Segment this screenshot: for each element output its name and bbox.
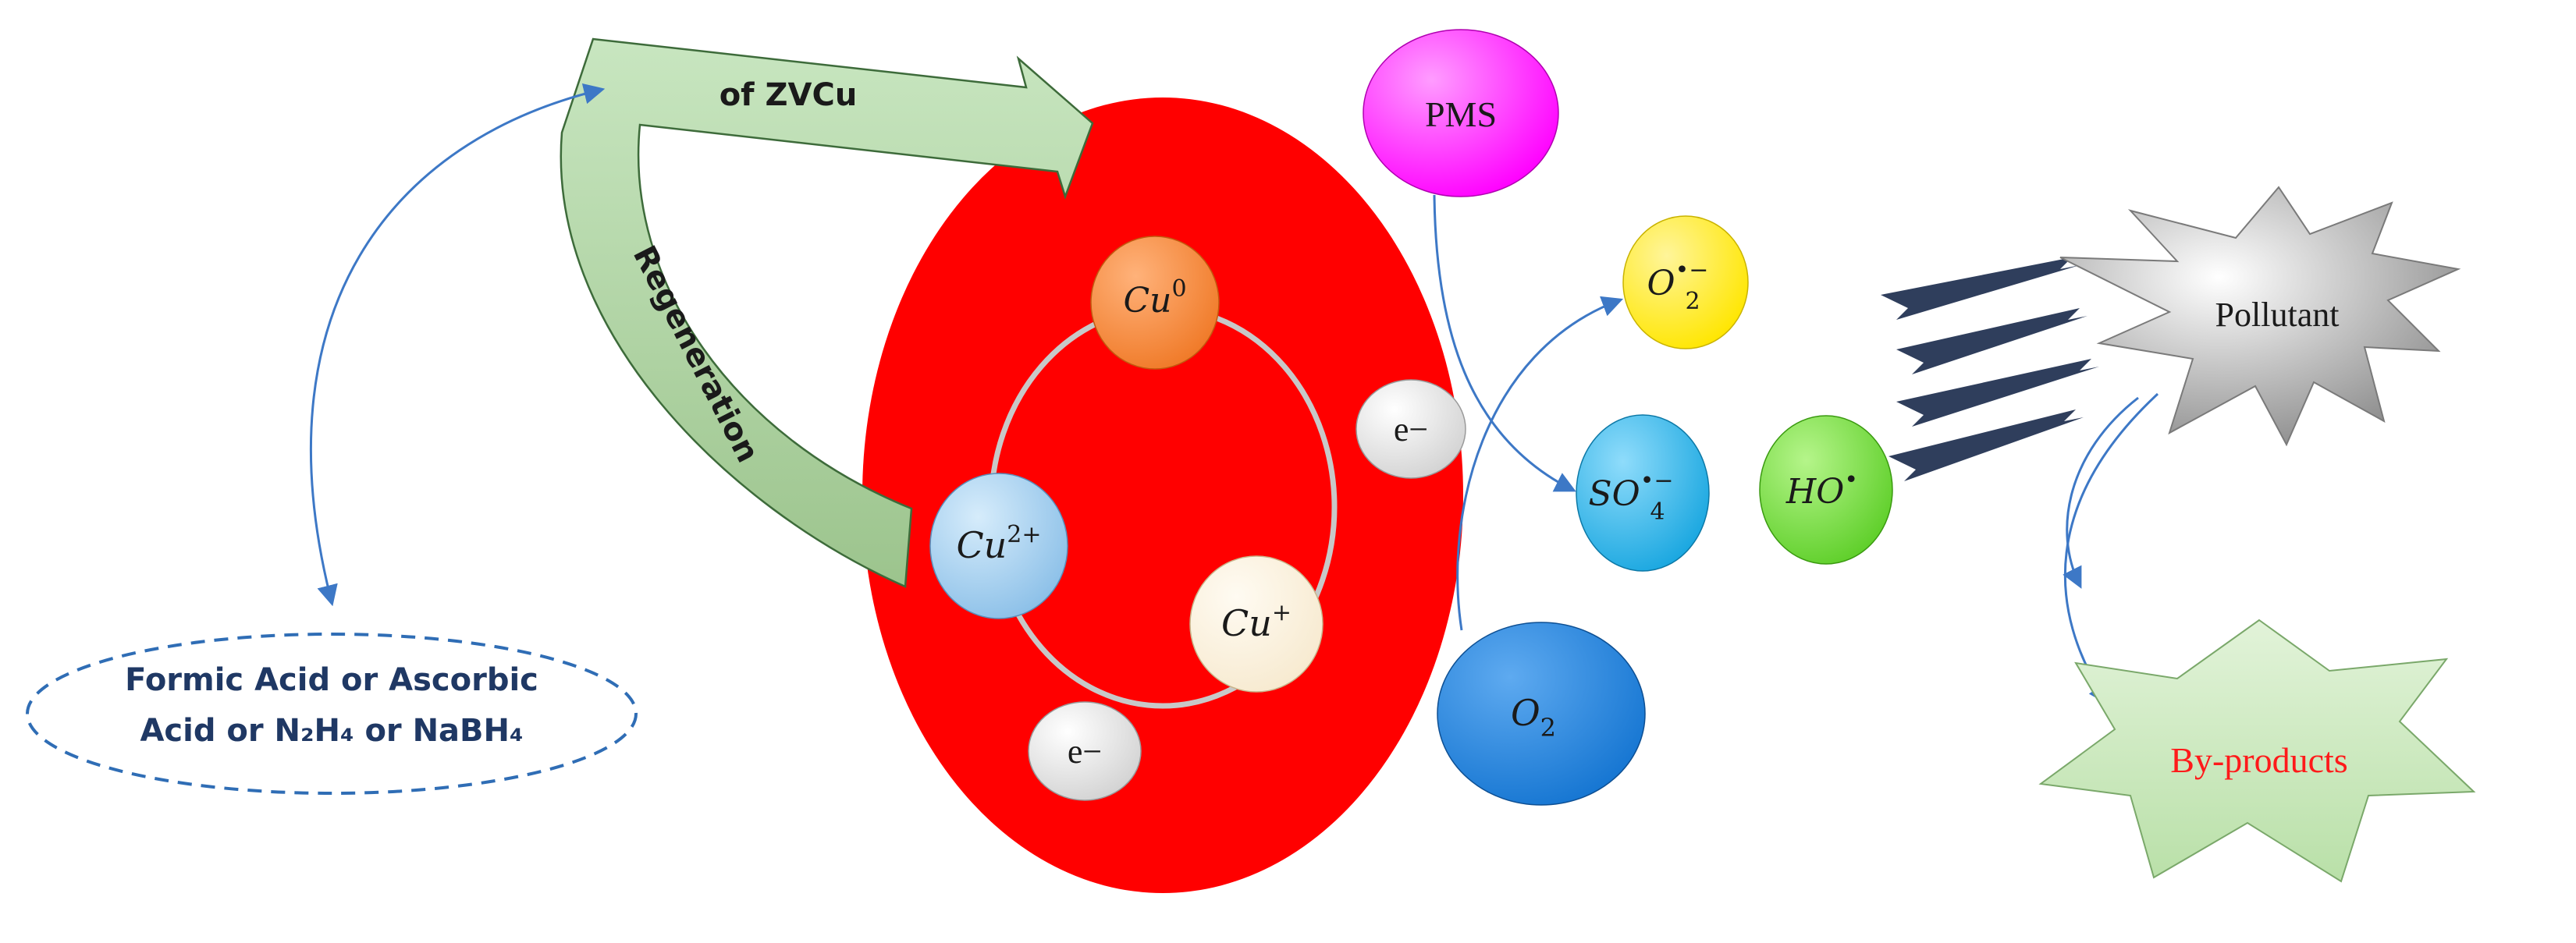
svg-text:Cu+: Cu+: [1221, 599, 1292, 644]
cu0-sphere: Cu0: [1090, 236, 1220, 370]
electron-top: e−: [1356, 379, 1466, 479]
cu1-label: Cu: [1221, 602, 1272, 644]
oxygen-sphere: O2: [1437, 622, 1646, 806]
pollutant-star: Pollutant: [2059, 186, 2461, 447]
reducing-agents-line1: Formic Acid or Ascorbic: [125, 662, 538, 698]
superoxide-subscript: 2: [1685, 288, 1700, 315]
sulfate-label: SO: [1588, 474, 1640, 514]
electron-bottom-label: e−: [1068, 732, 1102, 771]
superoxide-radical-sphere: O•− 2: [1622, 215, 1749, 349]
regeneration-arrow: [560, 37, 1094, 588]
reducing-agent-arrow: [309, 83, 606, 607]
svg-text:Cu2+: Cu2+: [956, 521, 1041, 566]
hydroxyl-label: HO: [1785, 472, 1844, 512]
sulfate-subscript: 4: [1650, 498, 1665, 526]
cu0-label: Cu: [1123, 281, 1171, 321]
cu2-sphere: Cu2+: [929, 473, 1068, 619]
svg-text:HO•: HO•: [1785, 466, 1858, 512]
pms-sphere: PMS: [1363, 29, 1559, 197]
superoxide-label: O: [1647, 264, 1675, 303]
cu1-superscript: +: [1272, 599, 1292, 626]
hydroxyl-superscript: •: [1844, 466, 1858, 494]
hydroxyl-radical-sphere: HO•: [1759, 415, 1893, 565]
svg-text:SO•−4: SO•− 4: [1588, 467, 1673, 526]
cu2-label: Cu: [956, 524, 1007, 566]
byproducts-star: By-products: [2038, 619, 2476, 883]
pms-label: PMS: [1425, 94, 1497, 134]
pms-to-sulfate-arrow: [1433, 194, 1576, 492]
pollutant-label: Pollutant: [2215, 296, 2340, 334]
cu0-superscript: 0: [1171, 275, 1186, 303]
oxygen-to-superoxide-arrow: [1456, 296, 1624, 631]
superoxide-superscript: •−: [1675, 257, 1709, 284]
sulfate-radical-sphere: SO•− 4: [1576, 414, 1710, 572]
reducing-agents-ellipse: [26, 633, 638, 795]
svg-text:O•−2: O•− 2: [1647, 257, 1709, 315]
svg-text:Cu0: Cu0: [1123, 275, 1186, 321]
byproducts-label: By-products: [2170, 740, 2347, 780]
cu1-sphere: Cu+: [1189, 555, 1324, 693]
radical-attack-streaks: [1881, 257, 2099, 481]
sulfate-superscript: •−: [1640, 467, 1674, 495]
oxygen-subscript: 2: [1540, 713, 1556, 743]
electron-top-label: e−: [1394, 410, 1428, 448]
svg-text:O2: O2: [1511, 692, 1556, 743]
zvcu-particle: [862, 97, 1463, 893]
pollutant-to-byproducts-arrow-1: [2063, 396, 2139, 589]
electron-bottom: e−: [1028, 701, 1142, 801]
regeneration-label-line1: of ZVCu: [720, 77, 858, 113]
oxygen-label: O: [1511, 692, 1540, 734]
cu2-superscript: 2+: [1007, 521, 1041, 548]
reducing-agents-line2: Acid or N₂H₄ or NaBH₄: [140, 713, 523, 749]
pollutant-to-byproducts-arrow-2: [2063, 392, 2159, 706]
